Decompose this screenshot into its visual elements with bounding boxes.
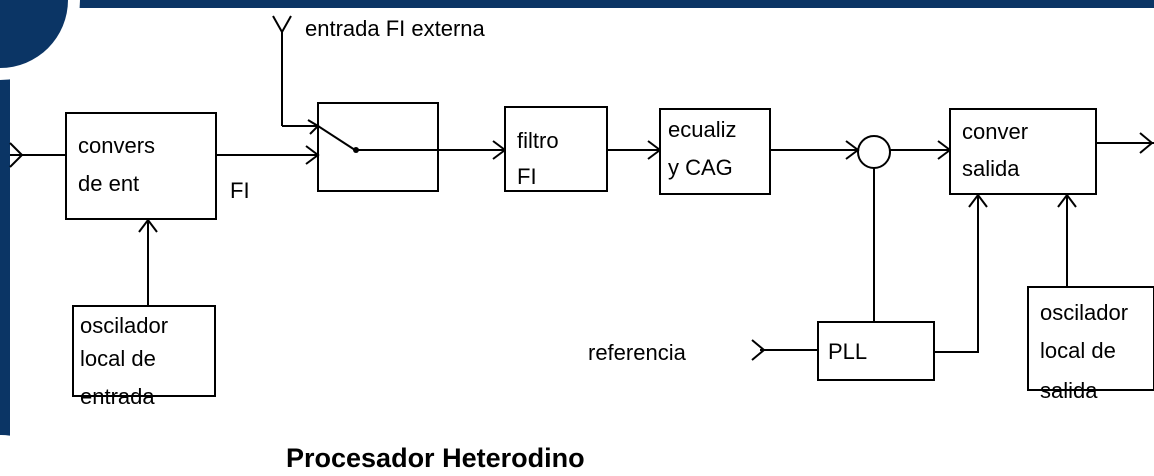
block-equalizer-agc: ecualiz y CAG: [659, 108, 771, 195]
block-output-converter-line1: conver: [962, 119, 1028, 144]
block-pll-label: PLL: [828, 339, 867, 364]
block-if-filter-line2: FI: [517, 164, 537, 189]
block-input-converter-line1: convers: [78, 133, 155, 158]
block-output-local-oscillator: oscilador local de salida: [1027, 286, 1154, 403]
block-if-filter: filtro FI: [504, 106, 608, 192]
if-signal-label: FI: [230, 178, 250, 203]
block-pll: PLL: [817, 321, 935, 381]
reference-input-label: referencia: [588, 340, 687, 365]
block-output-local-oscillator-line1: oscilador: [1040, 300, 1128, 325]
block-output-converter-line2: salida: [962, 156, 1020, 181]
block-equalizer-agc-line2: y CAG: [668, 155, 733, 180]
block-output-converter: conver salida: [949, 108, 1097, 195]
diagram-title: Procesador Heterodino: [286, 443, 585, 473]
block-input-converter: convers de ent: [65, 112, 217, 220]
block-output-local-oscillator-line2: local de: [1040, 338, 1116, 363]
block-input-local-oscillator-line3: entrada: [80, 384, 155, 409]
block-input-local-oscillator-line2: local de: [80, 346, 156, 371]
block-if-filter-line1: filtro: [517, 128, 559, 153]
external-if-input-label: entrada FI externa: [305, 16, 486, 41]
block-output-local-oscillator-line3: salida: [1040, 378, 1098, 403]
block-equalizer-agc-line1: ecualiz: [668, 117, 736, 142]
block-input-local-oscillator-line1: oscilador: [80, 313, 168, 338]
block-input-converter-line2: de ent: [78, 171, 139, 196]
block-input-local-oscillator: oscilador local de entrada: [72, 305, 216, 409]
block-if-selector-switch: [317, 102, 439, 192]
